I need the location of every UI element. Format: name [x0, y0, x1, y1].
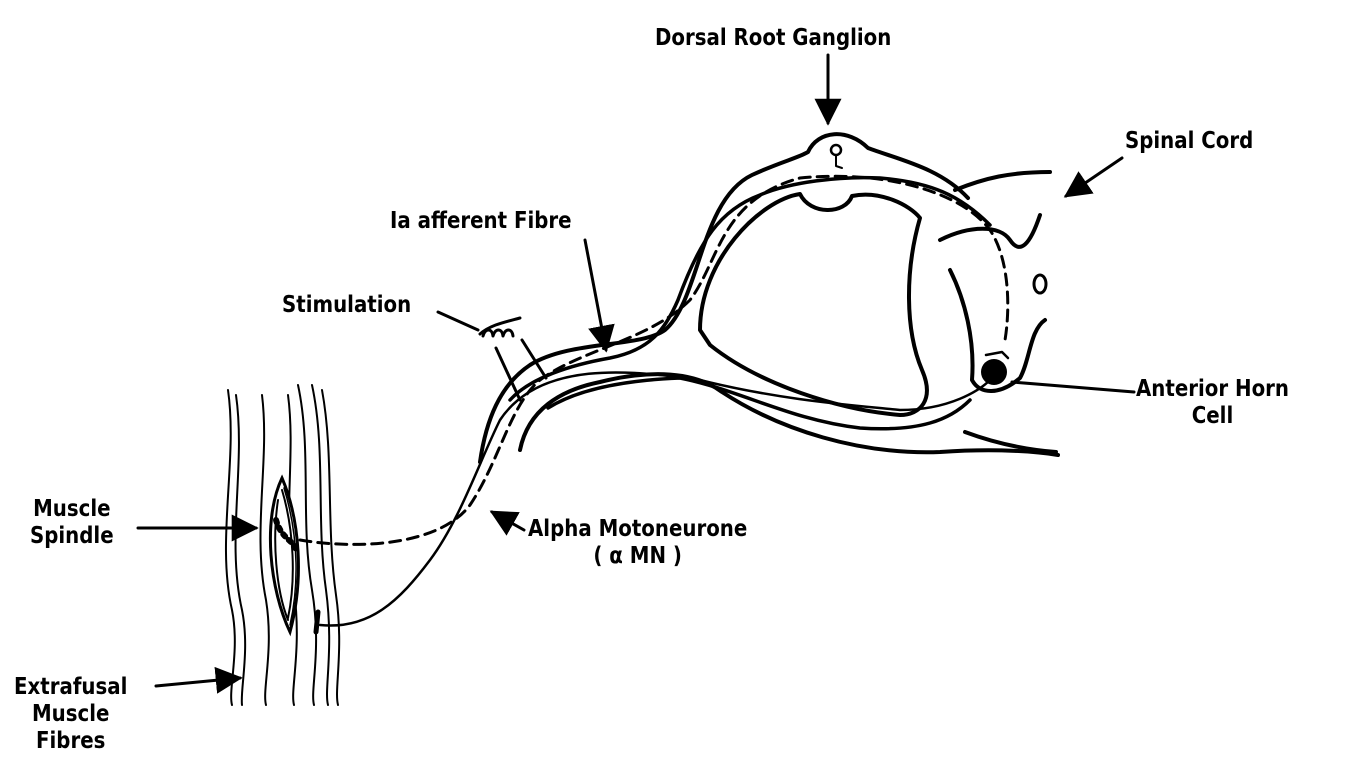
- label-spinal-cord: Spinal Cord: [1125, 128, 1253, 155]
- label-anterior-horn-cell: Anterior Horn Cell: [1136, 376, 1289, 430]
- label-dorsal-root-ganglion: Dorsal Root Ganglion: [655, 25, 891, 52]
- pointer-anterior-horn: [1012, 382, 1134, 392]
- label-ia-afferent-fibre: Ia afferent Fibre: [390, 208, 572, 235]
- dorsal-root-ganglion-cell: [831, 145, 842, 168]
- pointer-alpha-motoneurone: [492, 512, 524, 530]
- pointer-stimulation: [438, 312, 478, 330]
- label-alpha-motoneurone-line2: ( α MN ): [528, 543, 747, 570]
- label-alpha-motoneurone: Alpha Motoneurone ( α MN ): [528, 516, 747, 570]
- label-extrafusal-muscle-fibres: Extrafusal Muscle Fibres: [14, 674, 127, 755]
- anterior-horn-cell: [981, 352, 1008, 385]
- pointer-spinal-cord: [1066, 158, 1122, 196]
- label-extrafusal-line2: Muscle: [14, 701, 127, 728]
- label-muscle-spindle-line2: Spindle: [30, 523, 114, 550]
- label-anterior-horn-cell-line2: Cell: [1136, 403, 1289, 430]
- label-anterior-horn-cell-line1: Anterior Horn: [1136, 376, 1289, 403]
- label-extrafusal-line1: Extrafusal: [14, 674, 127, 701]
- label-extrafusal-line3: Fibres: [14, 728, 127, 755]
- pointer-ia-afferent: [585, 240, 606, 350]
- label-muscle-spindle: Muscle Spindle: [30, 496, 114, 550]
- label-alpha-motoneurone-line1: Alpha Motoneurone: [528, 516, 747, 543]
- motor-end-plate: [316, 612, 318, 632]
- label-stimulation: Stimulation: [282, 292, 411, 319]
- central-canal: [1034, 275, 1046, 293]
- label-muscle-spindle-line1: Muscle: [30, 496, 114, 523]
- pointer-extrafusal: [156, 678, 240, 686]
- alpha-motoneurone-path: [320, 372, 990, 625]
- muscle-spindle: [270, 478, 298, 632]
